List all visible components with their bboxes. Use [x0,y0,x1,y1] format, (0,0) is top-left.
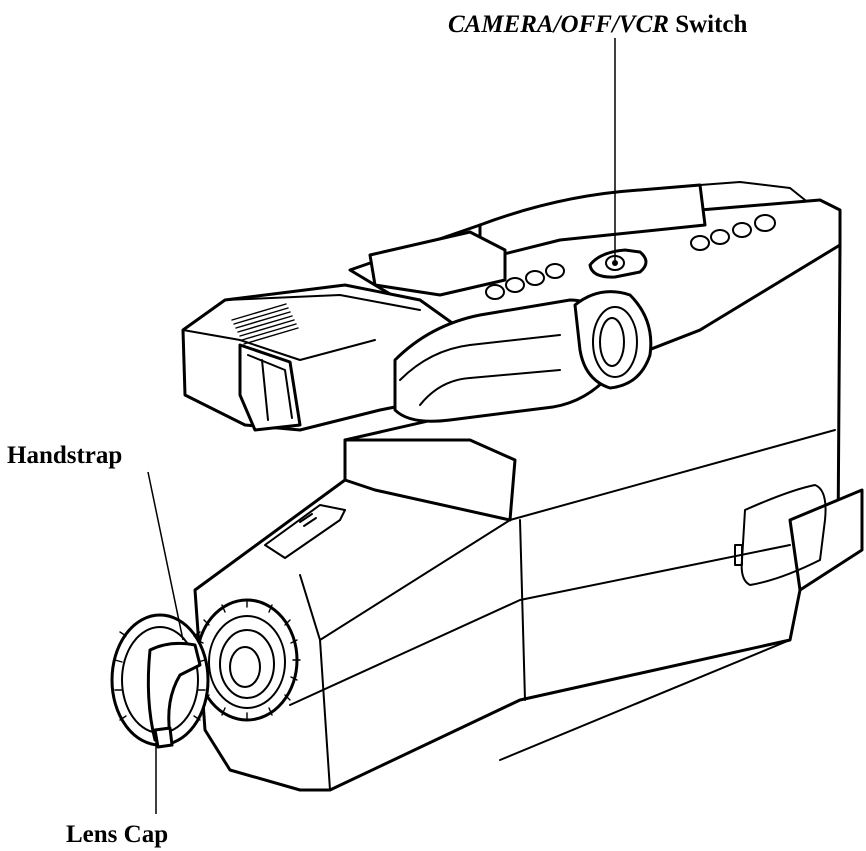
camera-off-vcr-mode-text: CAMERA/OFF/VCR [448,11,669,38]
lens-cap-label: Lens Cap [66,822,168,847]
lens-assembly [194,600,300,720]
switch-text: Switch [675,11,747,38]
lens-cap-with-handstrap [112,615,208,747]
camera-off-vcr-switch-label: CAMERA/OFF/VCR Switch [448,12,747,37]
handstrap-label: Handstrap [7,443,122,468]
